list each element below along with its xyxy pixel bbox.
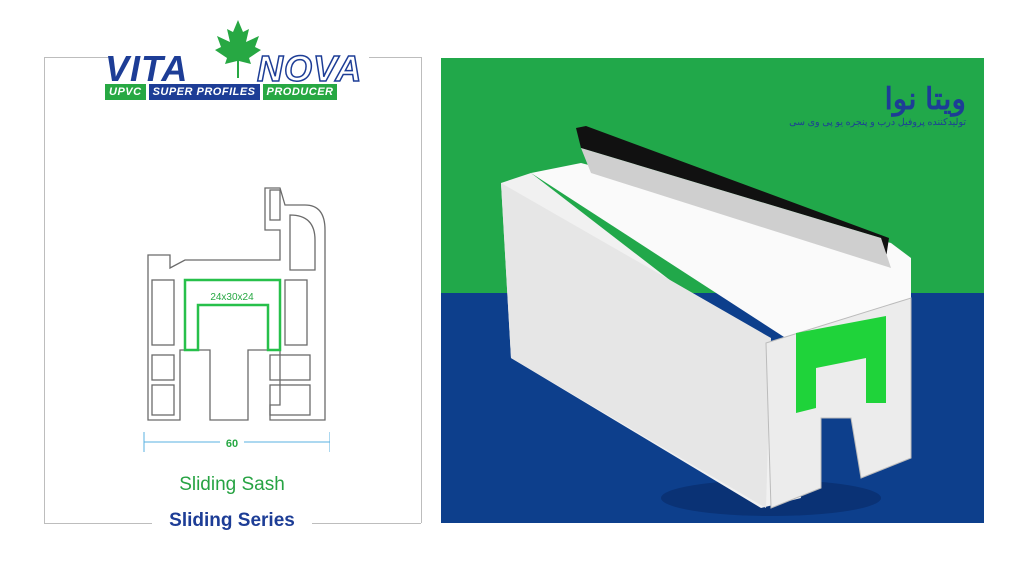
logo-word-vita: VITA: [105, 48, 189, 89]
persian-logo: ویتا نوا تولیدکننده پروفیل درب و پنجره ی…: [776, 82, 966, 128]
frame-bottom-left: [44, 523, 152, 524]
persian-brand-name: ویتا نوا: [884, 83, 966, 116]
product-render: [441, 58, 984, 523]
diagram-frame: [44, 57, 422, 523]
tag-super-profiles: SUPER PROFILES: [148, 84, 260, 100]
persian-tagline: تولیدکننده پروفیل درب و پنجره یو پی وی س…: [789, 117, 966, 128]
maple-leaf-icon: [215, 20, 261, 78]
profile-cross-section: 24x30x24 60: [143, 187, 330, 452]
tag-producer: PRODUCER: [262, 84, 338, 100]
frame-bottom-right: [312, 523, 421, 524]
series-name: Sliding Series: [169, 510, 295, 531]
product-name: Sliding Sash: [179, 474, 285, 495]
width-dimension: 60: [226, 438, 238, 450]
logo-word-nova: NOVA: [256, 47, 363, 90]
brand-logo: VITA NOVA UPVC SUPER PROFILES PRODUCER: [105, 20, 375, 102]
tag-upvc: UPVC: [105, 84, 146, 100]
chamber-label: 24x30x24: [210, 292, 254, 303]
